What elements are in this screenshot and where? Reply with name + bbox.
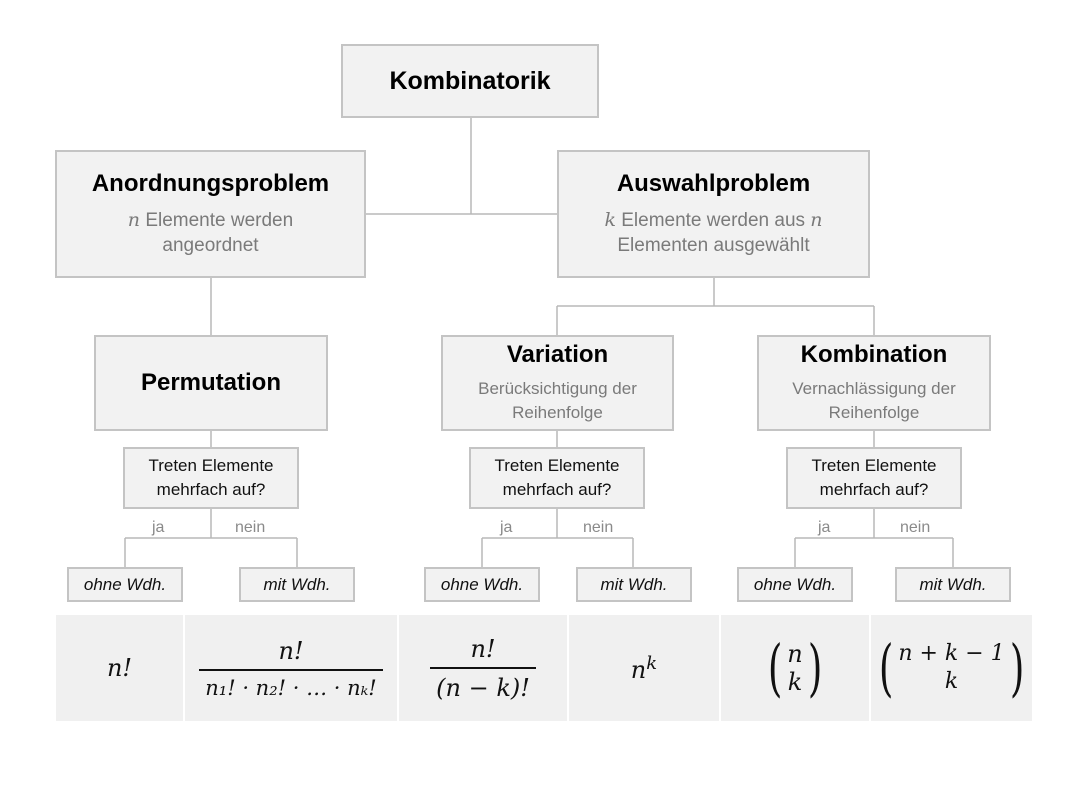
- permutation-node: Permutation: [94, 335, 328, 431]
- formula-combination-with: ( n + k − 1 k ): [871, 615, 1032, 721]
- branch-yes-label: ja: [152, 519, 165, 536]
- root-title: Kombinatorik: [389, 66, 551, 95]
- leaf-perm-without: ohne Wdh.: [67, 567, 183, 602]
- arrangement-subtitle: n Elemente werden angeordnet: [127, 209, 294, 256]
- branch-yes-label: ja: [500, 519, 513, 536]
- branch-no-label: nein: [583, 519, 614, 536]
- formula-permutation-with: n! n₁! · n₂! · … · nₖ!: [185, 615, 397, 721]
- variation-title: Variation: [506, 341, 609, 368]
- selection-subtitle: k Elemente werden aus n Elementen ausgew…: [604, 209, 823, 256]
- branch-no-label: nein: [235, 519, 266, 536]
- formula-variation-without: n! (n − k)!: [399, 615, 567, 721]
- leaf-comb-with: mit Wdh.: [895, 567, 1011, 602]
- combination-title: Kombination: [800, 341, 948, 368]
- combination-subtitle: Vernachlässigung der Reihenfolge: [792, 379, 956, 422]
- root-node: Kombinatorik: [341, 44, 599, 118]
- branch-no-label: nein: [900, 519, 931, 536]
- selection-title: Auswahlproblem: [616, 170, 811, 197]
- arrangement-node: Anordnungsproblem n Elemente werden ange…: [55, 150, 366, 278]
- arrangement-title: Anordnungsproblem: [91, 170, 330, 197]
- combination-node: Kombination Vernachlässigung der Reihenf…: [757, 335, 991, 431]
- leaf-var-with: mit Wdh.: [576, 567, 692, 602]
- leaf-comb-without: ohne Wdh.: [737, 567, 853, 602]
- variation-subtitle: Berücksichtigung der Reihenfolge: [478, 379, 637, 422]
- leaf-var-without: ohne Wdh.: [424, 567, 540, 602]
- formula-variation-with: nk: [569, 615, 719, 721]
- permutation-title: Permutation: [140, 369, 281, 396]
- leaf-perm-with: mit Wdh.: [239, 567, 355, 602]
- formula-permutation-without: n!: [56, 615, 183, 721]
- selection-node: Auswahlproblem k Elemente werden aus n E…: [557, 150, 870, 278]
- branch-yes-label: ja: [818, 519, 831, 536]
- formula-combination-without: ( n k ): [721, 615, 869, 721]
- variation-node: Variation Berücksichtigung der Reihenfol…: [441, 335, 674, 431]
